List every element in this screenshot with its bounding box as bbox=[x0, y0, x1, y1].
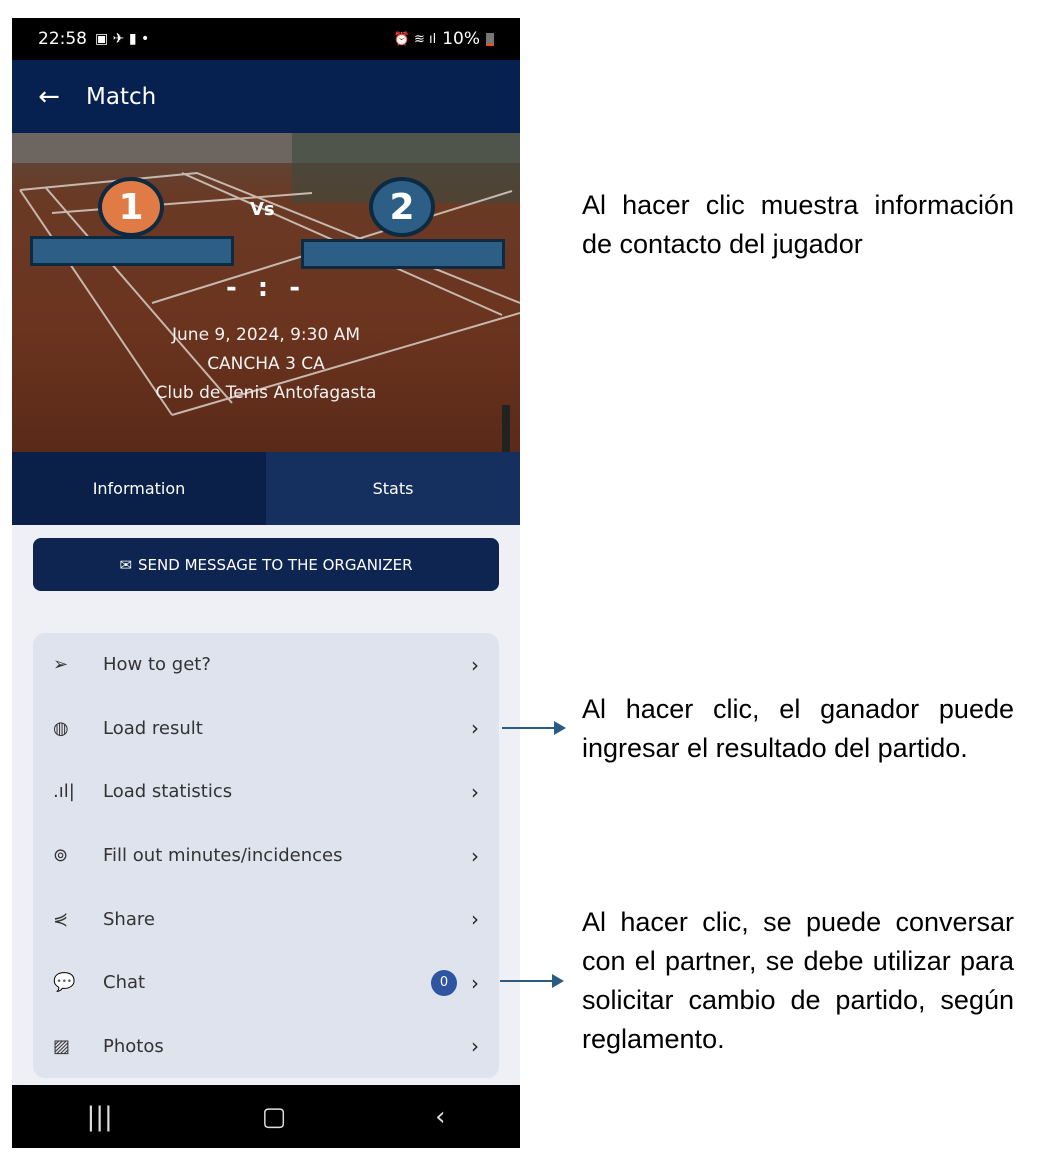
actions-menu: ➢ How to get? › ◍ Load result › .ıl| Load sta… bbox=[33, 633, 499, 1078]
chevron-right-icon: › bbox=[471, 716, 479, 741]
score: - : - bbox=[225, 273, 307, 303]
status-time: 22:58 bbox=[38, 29, 87, 49]
menu-item-photos[interactable]: ▨ Photos › bbox=[33, 1015, 499, 1079]
annotation-chat: Al hacer clic, se puede conversar con el… bbox=[582, 907, 1014, 1054]
menu-item-fill-minutes[interactable]: ⊚ Fill out minutes/incidences › bbox=[33, 824, 499, 888]
player2-name-bar[interactable] bbox=[301, 239, 505, 269]
share-icon: ⋞ bbox=[53, 908, 69, 930]
system-nav-bar: ||| ▢ ‹ bbox=[12, 1085, 520, 1148]
menu-item-how-to-get[interactable]: ➢ How to get? › bbox=[33, 633, 499, 697]
chevron-right-icon: › bbox=[471, 652, 479, 677]
chevron-right-icon: › bbox=[471, 907, 479, 932]
recent-apps-icon[interactable]: ||| bbox=[86, 1101, 113, 1132]
connectivity-icons: ⏰ ≋ ıl bbox=[393, 31, 437, 47]
back-nav-icon[interactable]: ‹ bbox=[435, 1101, 446, 1132]
match-club: Club de Tenis Antofagasta bbox=[155, 383, 377, 403]
menu-label: Load result bbox=[103, 717, 203, 739]
ball-icon: ◍ bbox=[53, 717, 69, 739]
arrow-load-result bbox=[502, 721, 566, 735]
notification-icons: ▣ ✈ ▮ • bbox=[95, 31, 150, 47]
player2-badge[interactable]: 2 bbox=[369, 177, 435, 237]
arrow-chat bbox=[500, 974, 564, 988]
status-bar: 22:58 ▣ ✈ ▮ • ⏰ ≋ ıl 10% bbox=[12, 18, 520, 60]
chat-icon: 💬 bbox=[53, 972, 76, 994]
home-icon[interactable]: ▢ bbox=[261, 1101, 287, 1132]
battery-icon bbox=[486, 32, 494, 46]
whistle-icon: ⊚ bbox=[53, 845, 69, 867]
menu-label: Photos bbox=[103, 1035, 164, 1057]
tab-information[interactable]: Information bbox=[12, 452, 266, 525]
menu-item-chat[interactable]: 💬 Chat 0 › bbox=[33, 951, 499, 1015]
chevron-right-icon: › bbox=[471, 970, 479, 995]
envelope-icon: ✉ bbox=[119, 555, 133, 574]
match-court: CANCHA 3 CA bbox=[207, 354, 325, 374]
vs-label: Vs bbox=[250, 199, 275, 220]
back-arrow-icon[interactable]: ← bbox=[38, 81, 60, 112]
chevron-right-icon: › bbox=[471, 843, 479, 868]
match-info: June 9, 2024, 9:30 AM CANCHA 3 CA Club d… bbox=[12, 321, 520, 408]
battery-level: 10% bbox=[442, 29, 480, 49]
annotation-player-contact: Al hacer clic muestra información de con… bbox=[582, 190, 1014, 259]
tab-stats[interactable]: Stats bbox=[266, 452, 520, 525]
menu-label: Share bbox=[103, 908, 155, 930]
chevron-right-icon: › bbox=[471, 779, 479, 804]
navigation-icon: ➢ bbox=[53, 654, 69, 676]
player1-name-bar[interactable] bbox=[30, 236, 234, 266]
phone-screen: 22:58 ▣ ✈ ▮ • ⏰ ≋ ıl 10% ← Match 1 2 Vs … bbox=[12, 18, 520, 1148]
menu-item-load-statistics[interactable]: .ıl| Load statistics › bbox=[33, 760, 499, 824]
tabs: Information Stats bbox=[12, 452, 520, 525]
player1-badge[interactable]: 1 bbox=[98, 177, 164, 237]
menu-label: Fill out minutes/incidences bbox=[103, 845, 343, 867]
bars-icon: .ıl| bbox=[53, 781, 75, 803]
chat-count-badge: 0 bbox=[431, 969, 457, 996]
image-icon: ▨ bbox=[53, 1035, 71, 1057]
send-message-label: SEND MESSAGE TO THE ORGANIZER bbox=[138, 555, 413, 574]
annotation-load-result: Al hacer clic, el ganador puede ingresar… bbox=[582, 694, 1014, 763]
menu-label: Load statistics bbox=[103, 781, 233, 803]
menu-label: How to get? bbox=[103, 654, 211, 676]
menu-item-load-result[interactable]: ◍ Load result › bbox=[33, 697, 499, 761]
menu-item-share[interactable]: ⋞ Share › bbox=[33, 887, 499, 951]
send-message-button[interactable]: ✉ SEND MESSAGE TO THE ORGANIZER bbox=[33, 538, 499, 591]
page-title: Match bbox=[86, 83, 157, 110]
match-hero: 1 2 Vs - : - June 9, 2024, 9:30 AM CANCH… bbox=[12, 133, 520, 452]
menu-label: Chat bbox=[103, 972, 146, 994]
chevron-right-icon: › bbox=[471, 1034, 479, 1059]
app-header: ← Match bbox=[12, 60, 520, 133]
match-date: June 9, 2024, 9:30 AM bbox=[172, 325, 360, 345]
